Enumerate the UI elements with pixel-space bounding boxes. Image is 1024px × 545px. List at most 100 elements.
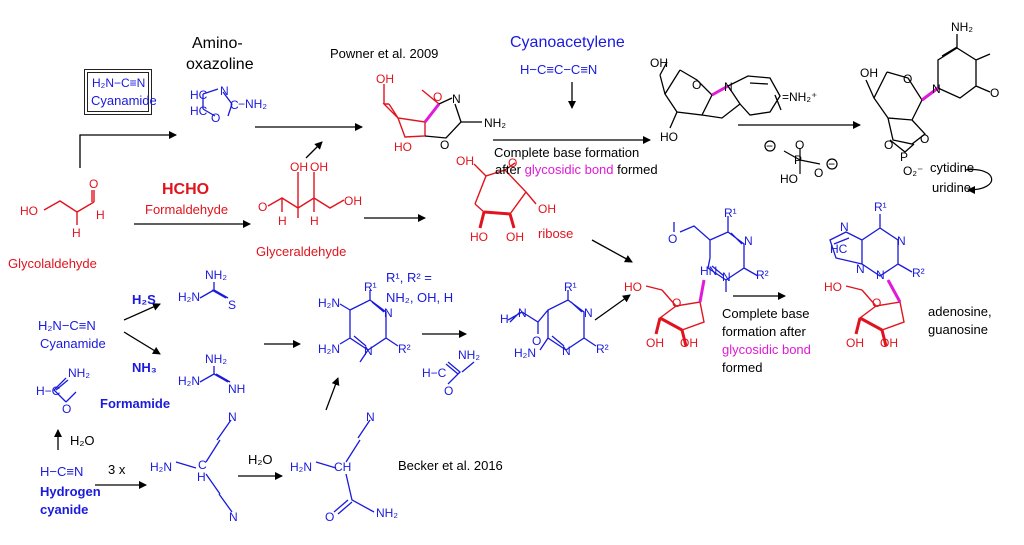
pyr-r1: R¹ [364, 280, 377, 294]
formamide2-nh2: NH₂ [458, 348, 480, 362]
cytidine-o2minus: O₂⁻ [903, 164, 924, 178]
malono-n2: N [229, 510, 238, 524]
reaction-arrows [54, 82, 861, 489]
malono-c: C [198, 458, 207, 472]
fapy-r2: R² [596, 342, 609, 356]
thiourea-s: S [228, 298, 237, 312]
nuc-oh2: OH [680, 336, 698, 350]
uridine-label: uridine [932, 180, 972, 195]
formed-2: formed [722, 360, 763, 375]
oxazoline-ring [202, 88, 233, 117]
glycer-oh3: OH [344, 194, 362, 208]
glycer-oh2: OH [310, 160, 328, 174]
guanosine-label: guanosine [928, 322, 988, 337]
glyceraldehyde-label: Glyceraldehyde [256, 244, 347, 259]
cyanamide-box-formula: H₂N−C≡N [92, 76, 146, 90]
guanidine-nh2: NH₂ [205, 352, 227, 366]
ribose-o: O [508, 156, 518, 170]
purine-ho: HO [824, 280, 842, 294]
amide-o: O [325, 510, 335, 524]
cytidine-p: P [900, 150, 909, 164]
formamide-nh2: NH₂ [68, 366, 90, 380]
purine-n1: N [840, 220, 849, 234]
phosphate-minus-1: − [766, 139, 774, 153]
pyr-h2n: H₂N [318, 296, 340, 310]
purine-oring: O [872, 296, 882, 310]
formamide-h: H−C [36, 384, 61, 398]
cyanide-label: cyanide [40, 502, 89, 517]
after-glycosidic-line: after glycosidic bond formed [495, 162, 658, 177]
phosphate-ho: HO [780, 172, 798, 186]
cyanamide-box [87, 72, 149, 112]
glyceraldehyde-bonds [267, 172, 345, 218]
cyanoacetylene-formula: H−C≡C−C≡N [520, 62, 598, 77]
purine-hc: HC [830, 242, 848, 256]
h2o-label-1: H₂O [70, 433, 95, 448]
anhydro-oh: OH [650, 56, 668, 70]
nuc-r1: R¹ [724, 206, 737, 220]
cytidine-oh: OH [860, 66, 878, 80]
powner-citation: Powner et al. 2009 [330, 46, 439, 61]
ribose-oh-top: OH [456, 154, 474, 168]
amino-label: Amino- [192, 35, 243, 52]
hydrogen-label: Hydrogen [40, 484, 101, 499]
fapy-h: H [500, 312, 509, 326]
cyanoacetylene-label: Cyanoacetylene [510, 34, 625, 51]
anhydro-ho: HO [660, 130, 678, 144]
ribose-oh-3: OH [506, 230, 524, 244]
anhydro-nh2plus: =NH₂⁺ [782, 90, 818, 104]
pyr-n2: N [364, 344, 373, 358]
nuc-ho: HO [624, 280, 642, 294]
powner-o: O [440, 138, 450, 152]
fapy-hn: N [518, 306, 527, 320]
nh3-label: NH₃ [132, 360, 157, 375]
glycol-h: H [96, 208, 105, 222]
nuc-o: O [668, 232, 678, 246]
pyr-r2: R² [398, 342, 411, 356]
glycol-o: O [89, 177, 99, 191]
diaminopyrimidine-ring [339, 290, 399, 363]
cytidine-n: N [932, 82, 941, 96]
phosphate-o: O [814, 166, 824, 180]
glycosidic-bond-label-1: glycosidic bond [524, 162, 614, 177]
complete-base-2a: Complete base [722, 306, 810, 321]
guanidine-h2n: H₂N [178, 374, 200, 388]
cyanamide-formula: H₂N−C≡N [38, 318, 96, 333]
amide-ch: CH [334, 460, 352, 474]
ribose-label: ribose [538, 226, 574, 241]
glycolaldehyde-bonds [43, 190, 95, 225]
anhydro-n: N [724, 80, 733, 94]
formamide-label: Formamide [100, 396, 171, 411]
powner-nh2: NH₂ [484, 116, 506, 130]
nuc-n2: N [722, 270, 731, 284]
fapy-o: O [532, 334, 542, 348]
formaldehyde-label: Formaldehyde [145, 202, 229, 217]
cytidine-o: O [990, 86, 1000, 100]
cytidine-uridine-loop [964, 168, 993, 194]
amide-h2n: H₂N [290, 460, 312, 474]
nuc-r2: R² [756, 268, 769, 282]
purine-r1: R¹ [874, 200, 887, 214]
purine-n3: N [876, 268, 885, 282]
glycer-h: H [278, 214, 287, 228]
glycer-o: O [258, 200, 268, 214]
pyr-h2n2: H₂N [318, 342, 340, 356]
oxazoline-o: O [211, 111, 221, 125]
nuc-hn: HN [700, 264, 718, 278]
pyr-n1: N [384, 306, 393, 320]
r-values: NH₂, OH, H [386, 290, 454, 305]
cytidine-o1: O [884, 138, 894, 152]
nuc-n1: N [744, 234, 753, 248]
arrow-fapy-to-nuc [594, 294, 631, 321]
anhydro-o-ring: O [692, 78, 702, 92]
hcn-formula: H−C≡N [40, 464, 84, 479]
glycolaldehyde-label: Glycolaldehyde [8, 256, 97, 271]
ribose-ho: HO [470, 230, 488, 244]
fapy-n2: N [562, 344, 571, 358]
becker-citation: Becker et al. 2016 [398, 458, 503, 473]
purine-oh1: OH [846, 336, 864, 350]
h2o-label-2: H₂O [248, 452, 273, 467]
purine-n4: N [856, 262, 865, 276]
cytidine-label: cytidine [930, 160, 975, 175]
adenosine-label: adenosine, [928, 304, 992, 319]
